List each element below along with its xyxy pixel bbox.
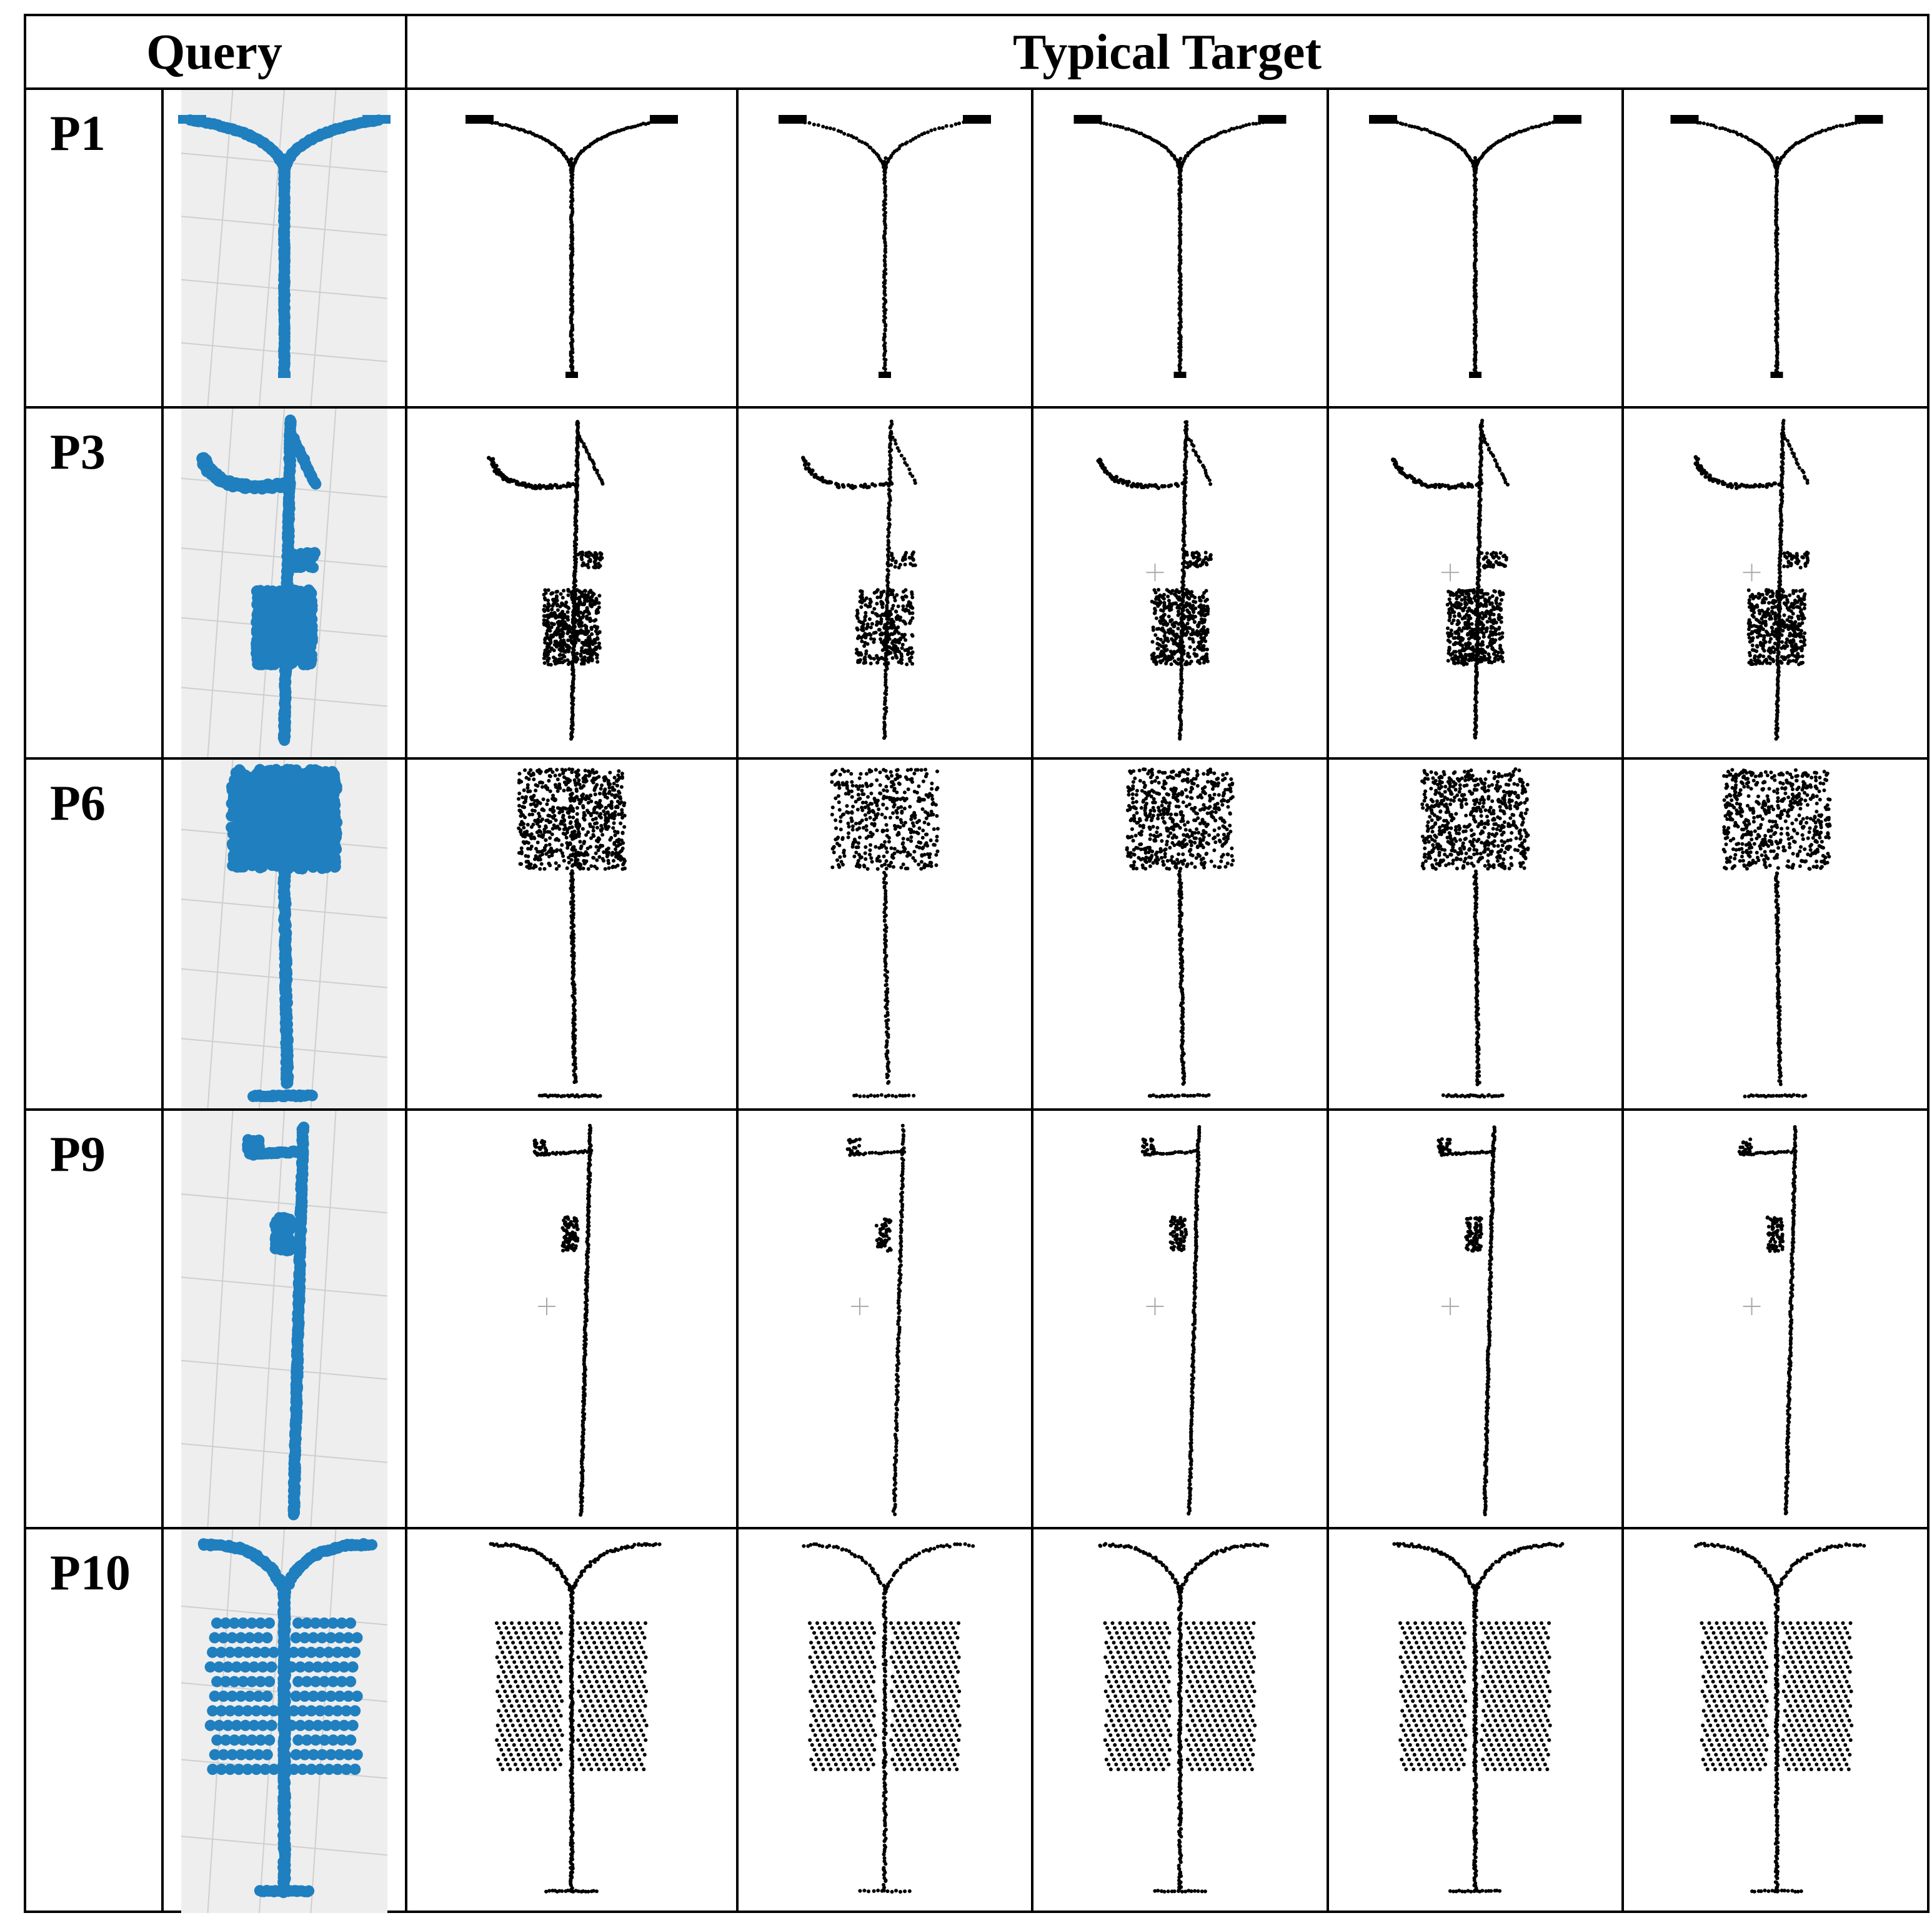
target-point-cloud: [1624, 1111, 1930, 1527]
target-render: [801, 419, 917, 740]
query-render: [178, 90, 391, 406]
query-column-header: Query: [146, 25, 282, 80]
table-column-rule: [24, 14, 26, 1913]
query-render: [181, 409, 388, 757]
target-render: [1721, 768, 1832, 1099]
target-render: [1392, 1541, 1565, 1894]
target-point-cloud: [1624, 1529, 1930, 1913]
target-render: [489, 1542, 662, 1894]
target-render: [802, 1542, 975, 1894]
target-render: [1420, 767, 1530, 1099]
row-label: P3: [50, 425, 106, 480]
target-point-cloud: [1329, 409, 1621, 757]
table-column-rule: [405, 14, 407, 1913]
query-render: [181, 1111, 388, 1527]
table-row-rule: [24, 87, 1930, 90]
target-point-cloud: [1033, 90, 1327, 406]
row-label: P1: [50, 106, 106, 161]
table-column-rule: [1327, 87, 1329, 1913]
target-render: [830, 767, 940, 1099]
table-row-rule: [24, 14, 1930, 16]
target-render: [1096, 420, 1213, 741]
table-row-rule: [24, 757, 1930, 760]
target-render: [532, 1123, 594, 1517]
query-render: [181, 1529, 388, 1913]
target-render: [779, 115, 991, 378]
target-point-cloud: [739, 1529, 1031, 1913]
target-render: [1369, 115, 1581, 378]
target-render: [1125, 767, 1235, 1099]
table-column-rule: [1621, 87, 1624, 1913]
target-point-cloud: [739, 760, 1031, 1108]
target-render: [466, 115, 678, 378]
target-render: [1098, 1542, 1269, 1894]
target-point-cloud: [407, 760, 736, 1108]
row-label: P9: [50, 1127, 106, 1182]
target-point-cloud: [1329, 760, 1621, 1108]
table-column-rule: [1031, 87, 1033, 1913]
target-render: [845, 1123, 907, 1516]
table-row-rule: [24, 1527, 1930, 1529]
target-point-cloud: [1624, 760, 1930, 1108]
target-point-cloud: [1624, 409, 1930, 757]
target-point-cloud: [1329, 1111, 1621, 1527]
query-point-cloud: [164, 90, 405, 406]
target-render: [486, 420, 605, 741]
row-label: P6: [50, 776, 106, 831]
target-render: [1693, 419, 1810, 741]
table-column-rule: [161, 87, 164, 1913]
target-point-cloud: [407, 90, 736, 406]
table-column-rule: [1927, 14, 1930, 1913]
target-point-cloud: [407, 1529, 736, 1913]
typical-target-column-header: Typical Target: [1012, 25, 1322, 80]
target-render: [517, 767, 627, 1099]
target-point-cloud: [407, 409, 736, 757]
query-point-cloud: [164, 1529, 405, 1913]
target-render: [1737, 1125, 1798, 1516]
target-render: [1670, 115, 1883, 378]
query-render: [181, 760, 388, 1108]
target-point-cloud: [1033, 1529, 1327, 1913]
table-row-rule: [24, 1108, 1930, 1111]
target-point-cloud: [1033, 409, 1327, 757]
target-render: [1073, 115, 1287, 378]
target-point-cloud: [1329, 90, 1621, 406]
target-point-cloud: [1624, 90, 1930, 406]
table-row-rule: [24, 1911, 1930, 1913]
target-point-cloud: [739, 1111, 1031, 1527]
target-point-cloud: [407, 1111, 736, 1527]
query-point-cloud: [164, 409, 405, 757]
row-label: P10: [50, 1546, 131, 1601]
target-render: [1140, 1125, 1202, 1516]
target-point-cloud: [1033, 760, 1327, 1108]
target-render: [1694, 1541, 1866, 1894]
table-column-rule: [736, 87, 739, 1913]
table-row-rule: [24, 406, 1930, 409]
query-point-cloud: [164, 1111, 405, 1527]
target-point-cloud: [1033, 1111, 1327, 1527]
target-point-cloud: [1329, 1529, 1621, 1913]
target-point-cloud: [739, 409, 1031, 757]
target-render: [1391, 419, 1510, 740]
target-point-cloud: [739, 90, 1031, 406]
target-render: [1437, 1125, 1497, 1517]
query-point-cloud: [164, 760, 405, 1108]
